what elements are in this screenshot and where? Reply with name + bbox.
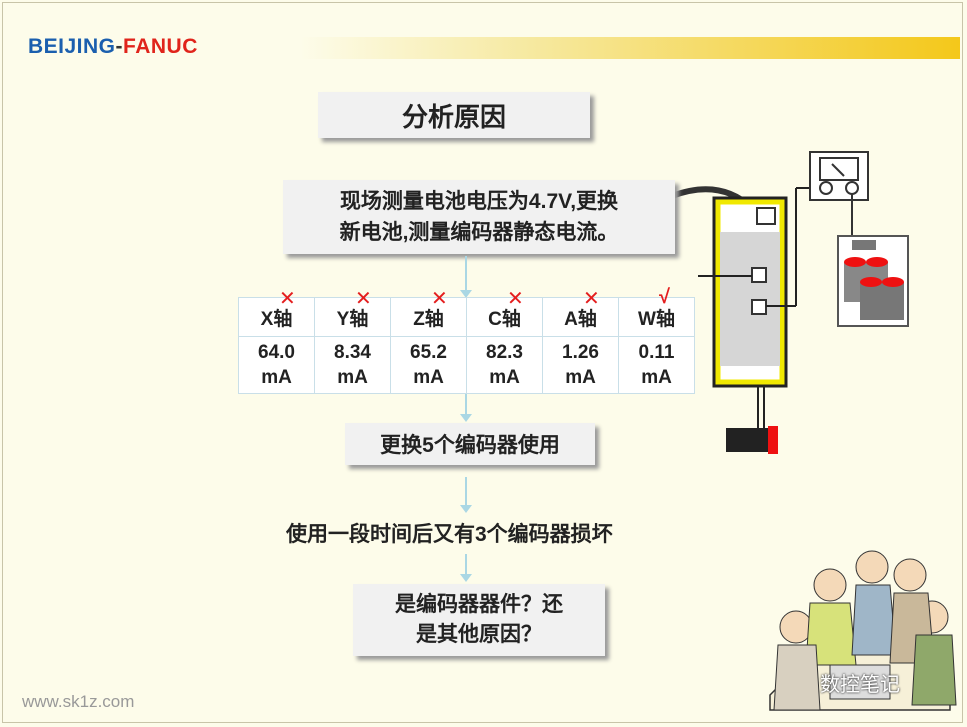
axis-header-row: ✕X轴 ✕Y轴 ✕Z轴 ✕C轴 ✕A轴 √W轴 xyxy=(238,286,695,337)
axis-value-c: 82.3 mA xyxy=(466,336,543,394)
logo-text-beijing: BEIJING xyxy=(28,35,116,58)
amplifier-yellow-frame xyxy=(715,199,785,385)
amplifier-connector-top xyxy=(756,207,776,225)
current-unit: mA xyxy=(565,367,596,388)
step4-line2: 是其他原因？ xyxy=(416,623,542,646)
current-unit: mA xyxy=(641,367,672,388)
axis-value-w: 0.11 mA xyxy=(618,336,695,394)
axis-header-c: ✕C轴 xyxy=(466,288,543,337)
current-unit: mA xyxy=(261,367,292,388)
step-replace-encoders: 更换5个编码器使用 xyxy=(345,423,595,465)
step-encoders-damaged: 使用一段时间后又有3个编码器损坏 xyxy=(286,523,613,546)
connector-line-1 xyxy=(465,256,467,292)
axis-value-x: 64.0 mA xyxy=(238,336,315,394)
axis-header-a: ✕A轴 xyxy=(542,288,619,337)
connector-line-4 xyxy=(465,554,467,576)
step4-line1: 是编码器器件？还 xyxy=(395,593,563,616)
logo-dash: - xyxy=(115,35,124,58)
amplifier-panel xyxy=(720,232,780,366)
axis-name: Z轴 xyxy=(413,308,444,330)
amplifier-connector-bottom xyxy=(751,299,767,315)
current-value: 65.2 xyxy=(410,342,447,363)
connector-arrow-2 xyxy=(460,414,472,422)
step1-line1: 现场测量电池电压为4.7V,更换 xyxy=(339,190,619,213)
x-mark-icon: ✕ xyxy=(431,288,448,310)
people-meeting-illustration xyxy=(769,550,957,711)
current-unit: mA xyxy=(489,367,520,388)
axis-header-x: ✕X轴 xyxy=(238,288,315,337)
current-value: 1.26 xyxy=(562,342,599,363)
servo-amplifier-diagram xyxy=(698,151,909,454)
axis-value-y: 8.34 mA xyxy=(314,336,391,394)
wechat-watermark: 数控笔记 xyxy=(820,674,900,696)
check-mark-icon: √ xyxy=(659,286,670,308)
axis-header-y: ✕Y轴 xyxy=(314,288,391,337)
x-mark-icon: ✕ xyxy=(507,288,524,310)
current-value: 82.3 xyxy=(486,342,523,363)
current-unit: mA xyxy=(413,367,444,388)
axis-name: W轴 xyxy=(638,308,675,330)
x-mark-icon: ✕ xyxy=(279,288,296,310)
current-value: 8.34 xyxy=(334,342,371,363)
axis-value-row: 64.0 mA 8.34 mA 65.2 mA 82.3 mA 1.26 mA 0.11 m… xyxy=(238,336,695,394)
x-mark-icon: ✕ xyxy=(355,288,372,310)
axis-name: C轴 xyxy=(488,308,521,330)
axis-name: X轴 xyxy=(260,308,293,330)
step1-line2: 新电池,测量编码器静态电流。 xyxy=(339,221,619,244)
axis-value-a: 1.26 mA xyxy=(542,336,619,394)
current-unit: mA xyxy=(337,367,368,388)
axis-name: Y轴 xyxy=(336,308,369,330)
step-measure-battery: 现场测量电池电压为4.7V,更换新电池,测量编码器静态电流。 xyxy=(283,180,675,254)
axis-header-w: √W轴 xyxy=(618,286,695,337)
x-mark-icon: ✕ xyxy=(583,288,600,310)
axis-header-z: ✕Z轴 xyxy=(390,288,467,337)
axis-value-z: 65.2 mA xyxy=(390,336,467,394)
connector-arrow-4 xyxy=(460,574,472,582)
connector-arrow-3 xyxy=(460,505,472,513)
servo-motor-icon xyxy=(726,428,768,452)
footer-url: www.sk1z.com xyxy=(22,692,135,711)
current-value: 64.0 xyxy=(258,342,295,363)
current-value: 0.11 xyxy=(638,342,675,363)
logo-text-fanuc: FANUC xyxy=(123,35,198,58)
connector-line-3 xyxy=(465,477,467,507)
connector-arrow-1 xyxy=(460,290,472,298)
header-band xyxy=(300,37,960,59)
amplifier-connector-mid xyxy=(751,267,767,283)
connector-line-2 xyxy=(465,394,467,416)
step-question-cause: 是编码器器件？还是其他原因？ xyxy=(353,584,605,656)
slide-title: 分析原因 xyxy=(318,92,590,138)
beijing-fanuc-logo: BEIJING-FANUC xyxy=(28,35,198,59)
axis-name: A轴 xyxy=(564,308,597,330)
